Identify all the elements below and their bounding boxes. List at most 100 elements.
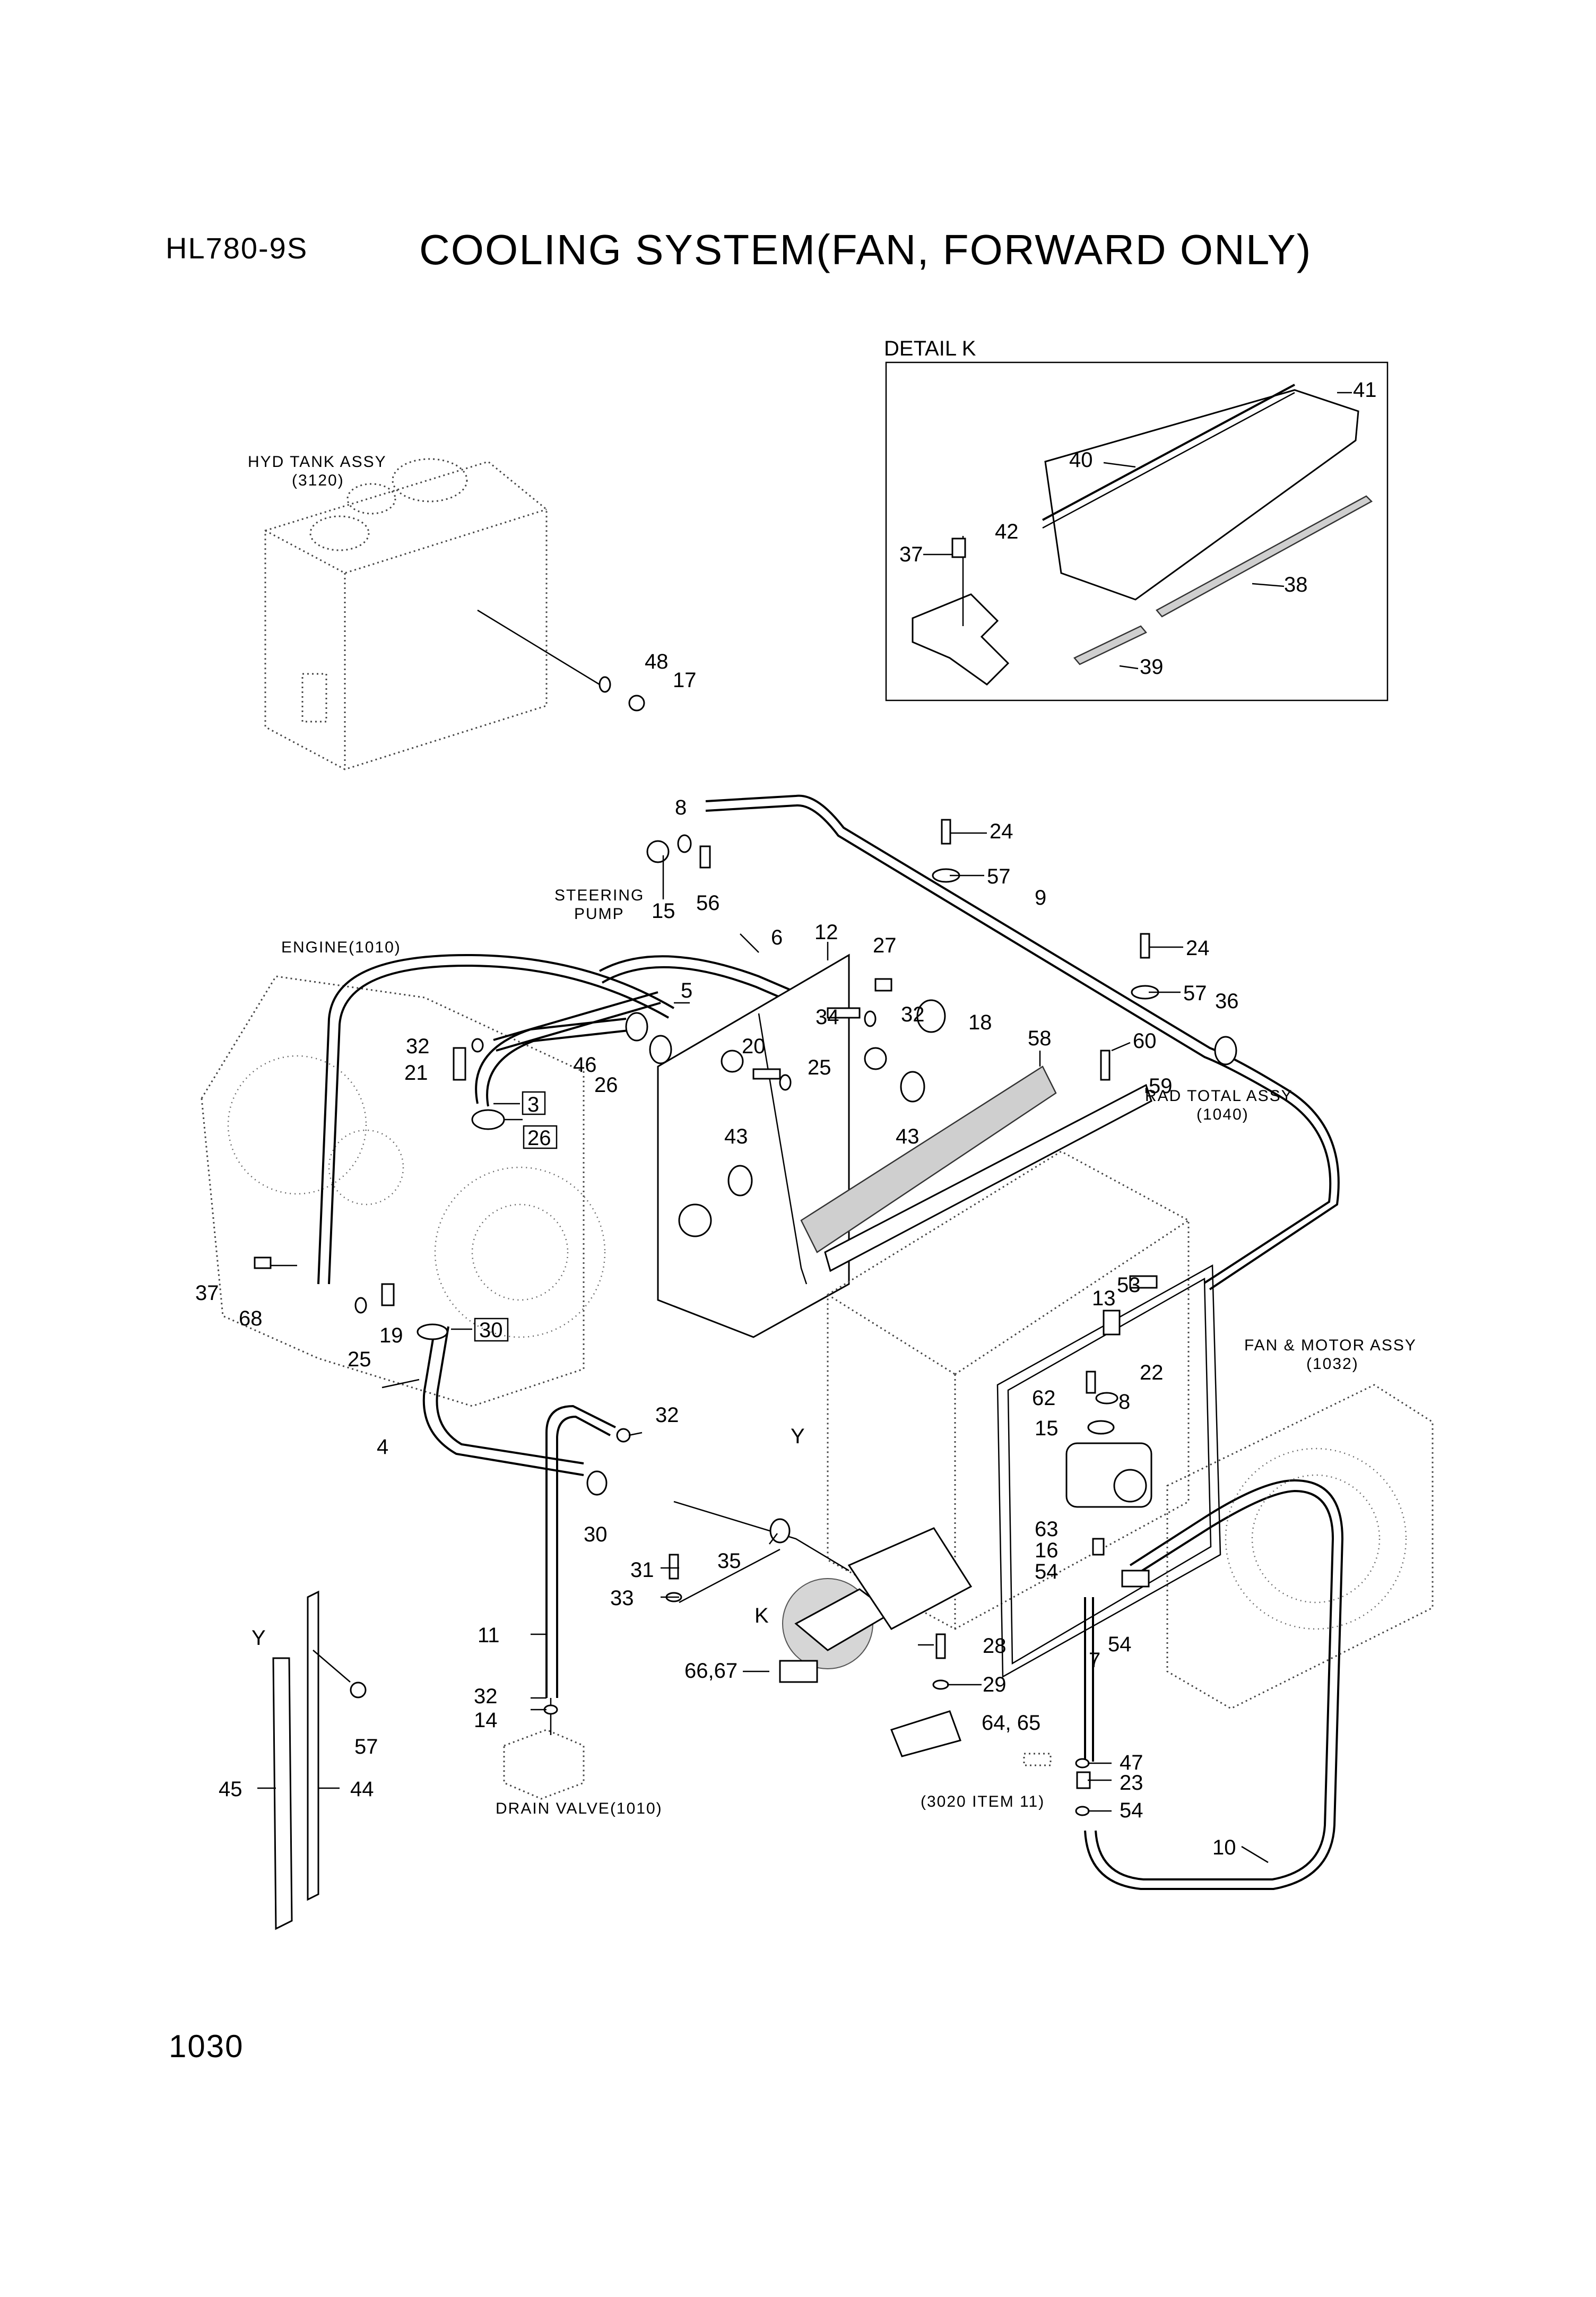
callout-17: 17: [673, 669, 697, 692]
callout-28: 28: [983, 1634, 1007, 1658]
callout-3: 3: [527, 1093, 539, 1116]
callout-57b: 57: [1183, 982, 1207, 1005]
pump-15: [646, 840, 670, 863]
callout-24a: 24: [990, 820, 1013, 843]
o-ring-25b: [354, 1297, 367, 1314]
callout-43b: 43: [896, 1125, 920, 1148]
callout-30b: 30: [584, 1523, 608, 1546]
clamp-26b: [649, 1035, 672, 1064]
hoses: [317, 794, 1344, 1890]
steering-pump-label-1: STEERING: [554, 887, 644, 904]
callout-12: 12: [814, 921, 838, 944]
hyd-tank-assy: HYD TANK ASSY (3120) 48 17: [248, 453, 697, 770]
clamp-46: [625, 1012, 648, 1042]
seal-58: [800, 1065, 1057, 1253]
callout-21: 21: [404, 1061, 428, 1085]
callout-22: 22: [1140, 1361, 1164, 1384]
callout-9: 9: [1035, 886, 1046, 909]
callout-42: 42: [995, 520, 1019, 543]
callout-19: 19: [379, 1324, 403, 1347]
hose-6: [317, 954, 675, 1285]
grommet-18: [916, 999, 946, 1033]
washer-29: [932, 1679, 949, 1690]
callout-16: 16: [1035, 1539, 1059, 1562]
fitting-13: [1129, 1275, 1158, 1289]
callout-41: 41: [1353, 378, 1377, 402]
bolt-24a: [941, 819, 951, 845]
clamp-30b: [586, 1470, 608, 1496]
fitting-21: [453, 1047, 466, 1081]
seal-strip-40: [1042, 384, 1295, 521]
fan-motor-assy: FAN & MOTOR ASSY (1032): [1166, 1337, 1434, 1710]
callout-5: 5: [681, 979, 692, 1002]
rad-total-label: RAD TOTAL ASSY: [1145, 1087, 1293, 1105]
callout-6: 6: [771, 926, 783, 949]
bolt-37: [254, 1256, 272, 1269]
leader-lines: [257, 832, 1269, 1863]
sleeve-36: [1214, 1036, 1237, 1065]
fitting-34: [827, 1007, 861, 1019]
bolt-57-y: [350, 1681, 367, 1698]
o-ring-32a: [471, 1038, 484, 1053]
radiator-assy: RAD TOTAL ASSY (1040): [827, 1087, 1293, 1630]
callout-20: 20: [742, 1035, 766, 1058]
bolt-31: [669, 1554, 679, 1580]
callout-54b: 54: [1108, 1633, 1132, 1656]
strip-44: [307, 1590, 319, 1901]
hose-11: [545, 1405, 616, 1698]
callout-10: 10: [1212, 1836, 1236, 1859]
callout-43a: 43: [724, 1125, 748, 1148]
o-ring-8: [677, 834, 692, 853]
page-title: COOLING SYSTEM(FAN, FORWARD ONLY): [419, 226, 1312, 273]
bracket-42: [912, 593, 1010, 686]
rad-total-code: (1040): [1196, 1106, 1249, 1123]
fitting-54: [1121, 1570, 1150, 1588]
fitting-16: [1092, 1538, 1105, 1556]
callout-23: 23: [1120, 1771, 1143, 1795]
callout-45: 45: [219, 1778, 242, 1801]
callout-63: 63: [1035, 1518, 1059, 1541]
y-brackets: [272, 1590, 367, 1930]
callout-54c: 54: [1120, 1799, 1143, 1822]
callout-18: 18: [968, 1011, 992, 1034]
fitting-19: [381, 1283, 395, 1306]
callout-15b: 15: [1035, 1417, 1059, 1440]
plug-17: [628, 695, 645, 712]
o-ring-8b: [1095, 1392, 1118, 1405]
callout-32c: 32: [655, 1403, 679, 1427]
callout-33: 33: [610, 1587, 634, 1610]
callout-39: 39: [1140, 655, 1164, 679]
o-ring-32c: [616, 1428, 631, 1443]
cover-plate: [1044, 389, 1359, 601]
callout-40: 40: [1069, 448, 1093, 472]
drain-valve: DRAIN VALVE(1010): [496, 1698, 662, 1817]
o-ring-47: [1075, 1758, 1090, 1769]
fan-frame: [996, 1264, 1221, 1678]
seal-strip-39: [1073, 625, 1147, 665]
engine-assy: ENGINE(1010): [201, 939, 606, 1407]
callout-35: 35: [717, 1549, 741, 1573]
fan-motor-label: FAN & MOTOR ASSY: [1244, 1337, 1417, 1354]
page-number: 1030: [169, 2029, 244, 2064]
callout-30a: 30: [479, 1319, 503, 1342]
callout-47: 47: [1120, 1751, 1143, 1774]
callout-27: 27: [873, 934, 897, 957]
hose-10: [1084, 1479, 1344, 1890]
hose-3: [475, 1018, 627, 1104]
grommet-43a: [727, 1165, 753, 1197]
item-ref-fitting: [1023, 1753, 1052, 1766]
callout-8b: 8: [1118, 1390, 1130, 1414]
callout-48: 48: [645, 650, 669, 673]
callout-62: 62: [1032, 1386, 1056, 1410]
seal-strip-38: [1156, 495, 1373, 618]
callout-25b: 25: [348, 1348, 371, 1371]
callout-46: 46: [573, 1053, 597, 1077]
clamp-26a: [471, 1109, 505, 1130]
callout-66-67: 66,67: [684, 1659, 738, 1683]
engine-label: ENGINE(1010): [281, 939, 401, 956]
callout-26a: 26: [527, 1126, 551, 1150]
bracket-59: [824, 1084, 1152, 1272]
callout-38: 38: [1284, 573, 1308, 596]
callout-y1: Y: [791, 1425, 805, 1448]
